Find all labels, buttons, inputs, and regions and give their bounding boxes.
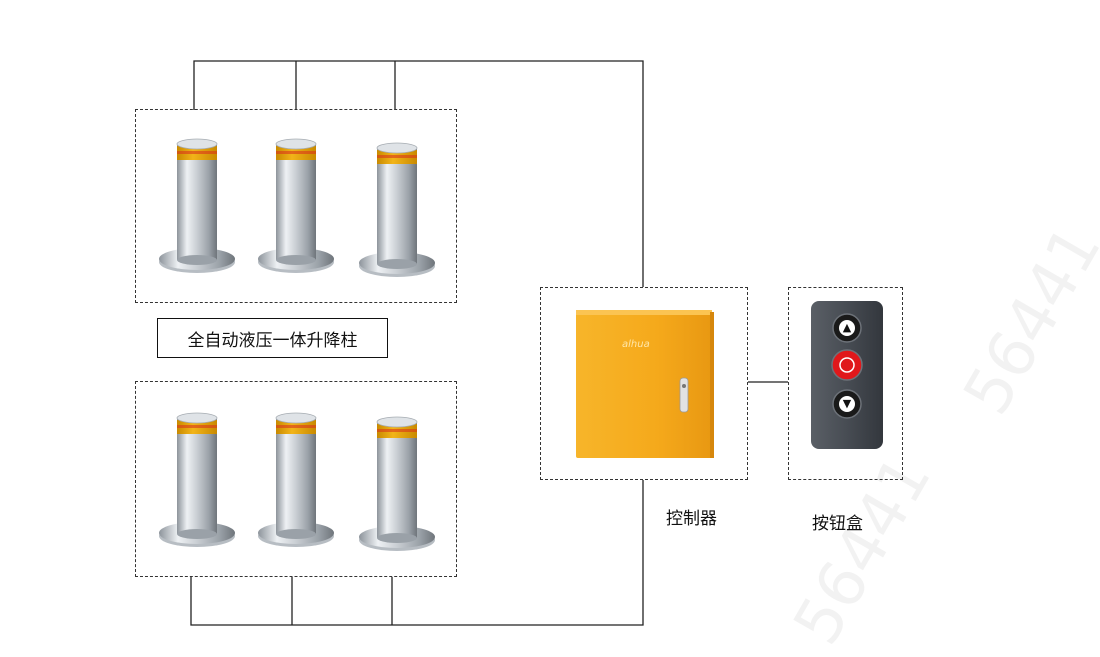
bollard-icon — [359, 142, 435, 277]
button-box-frame — [788, 287, 903, 480]
bottom-bus-wire — [190, 480, 644, 626]
controller-cabinet — [576, 310, 714, 458]
controller-brand-logo: alhua — [622, 339, 650, 350]
bollard-icon — [159, 138, 235, 273]
button-box-label: 按钮盒 — [812, 514, 863, 534]
controller-label: 控制器 — [666, 509, 717, 529]
bollard-icon — [258, 412, 334, 547]
bottom-bollard-group — [135, 381, 457, 577]
bollard-group-label: 全自动液压一体升降柱 — [157, 318, 388, 358]
button-box-device — [811, 301, 883, 449]
bollard-icon — [359, 416, 435, 551]
bollard-icon — [258, 138, 334, 273]
controller-frame — [540, 287, 748, 480]
stop-circle-icon — [838, 357, 856, 373]
arrow-down-icon: ▼ — [842, 397, 852, 410]
top-bollard-group — [135, 109, 457, 303]
arrow-up-icon: ▲ — [842, 321, 852, 334]
bollard-icon — [159, 412, 235, 547]
top-bus-wire — [193, 60, 644, 287]
